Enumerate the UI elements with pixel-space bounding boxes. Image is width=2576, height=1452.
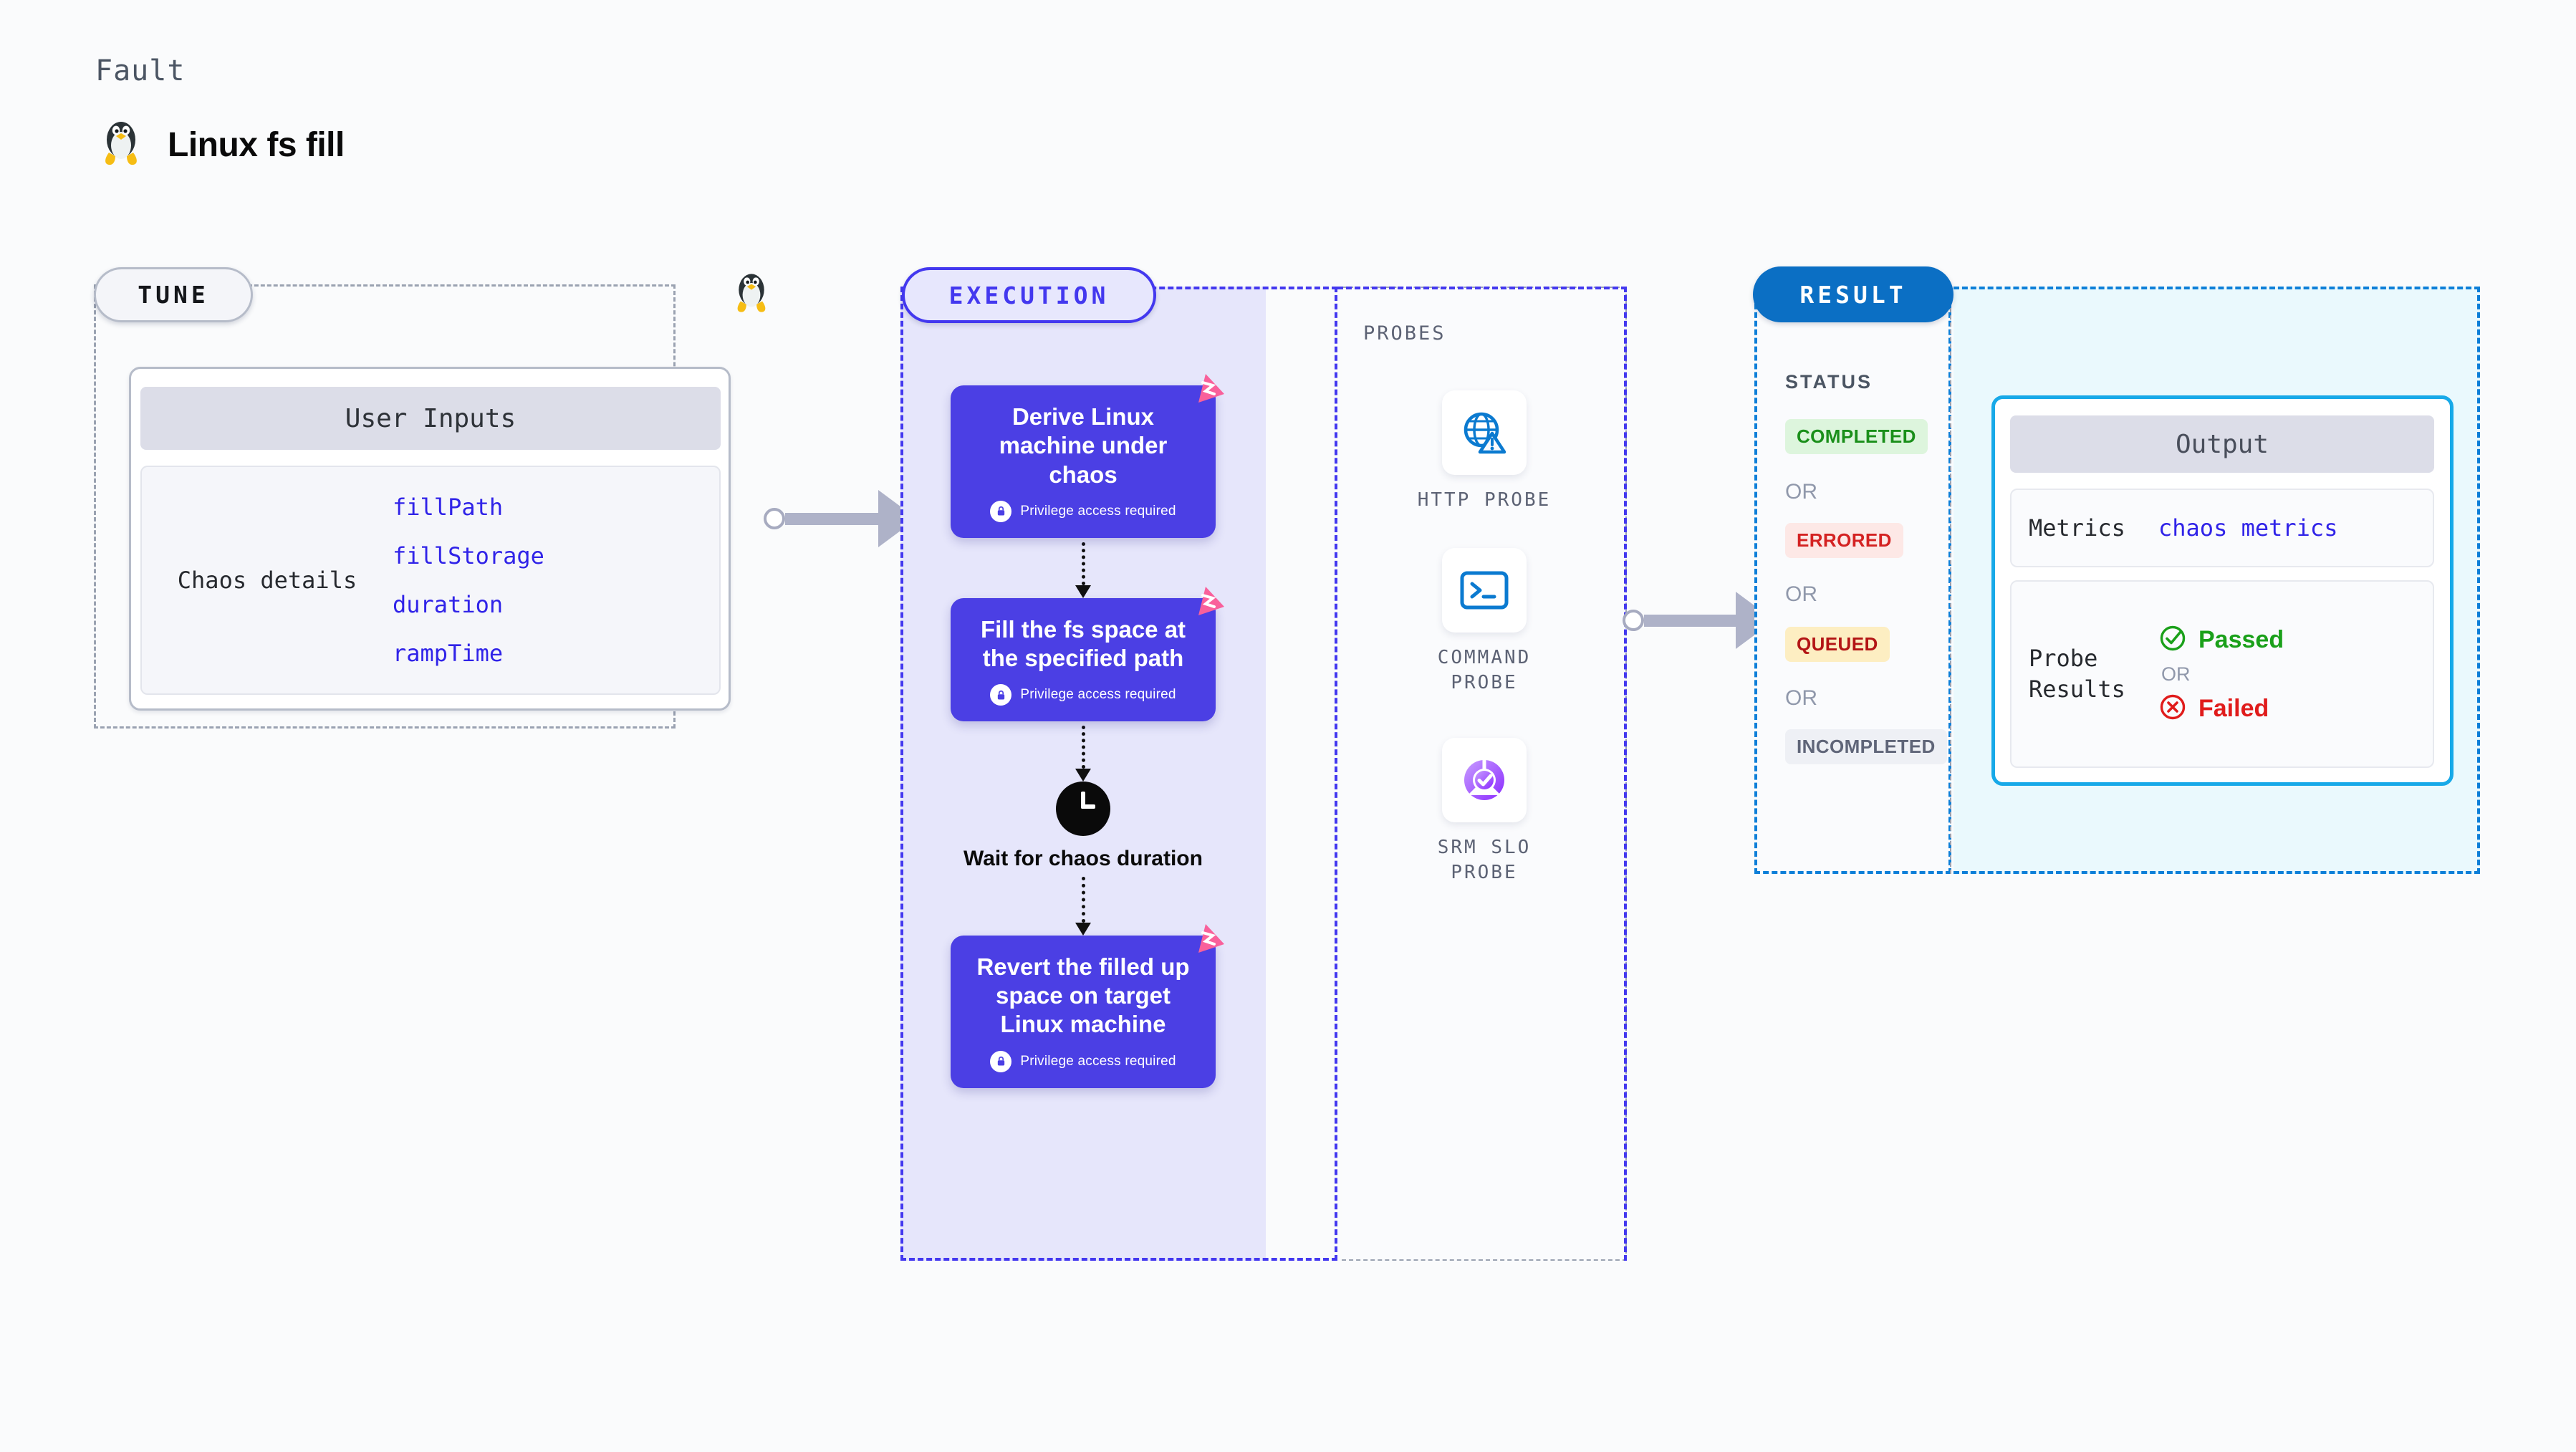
result-status-panel bbox=[1754, 287, 1951, 874]
probe-result-or: OR bbox=[2161, 663, 2191, 685]
chaos-badge-icon bbox=[1181, 920, 1227, 966]
privilege-row: Privilege access required bbox=[965, 1050, 1201, 1072]
privilege-row: Privilege access required bbox=[965, 500, 1201, 522]
param-ramptime[interactable]: rampTime bbox=[393, 640, 504, 667]
privilege-text: Privilege access required bbox=[1020, 687, 1176, 703]
chaos-details-box: Chaos details fillPath fillStorage durat… bbox=[140, 466, 721, 695]
probe-results-values: Passed OR Failed bbox=[2158, 624, 2284, 725]
wait-step-label: Wait for chaos duration bbox=[963, 847, 1203, 871]
privilege-row: Privilege access required bbox=[965, 684, 1201, 706]
tune-pill[interactable]: TUNE bbox=[94, 267, 253, 322]
terminal-icon bbox=[1442, 548, 1527, 633]
connector-bar bbox=[1644, 614, 1736, 627]
status-or-2: OR bbox=[1785, 582, 1817, 606]
clock-icon bbox=[1056, 782, 1110, 837]
status-or-3: OR bbox=[1785, 686, 1817, 710]
status-badge-completed[interactable]: COMPLETED bbox=[1785, 419, 1928, 454]
status-badge-queued[interactable]: QUEUED bbox=[1785, 627, 1890, 662]
flow-arrow-1 bbox=[1075, 542, 1091, 598]
passed-label: Passed bbox=[2198, 625, 2284, 653]
node-title: Derive Linux machine under chaos bbox=[999, 403, 1168, 488]
node-title: Fill the fs space at the specified path bbox=[980, 615, 1186, 671]
status-heading: STATUS bbox=[1785, 371, 1873, 393]
param-fillstorage[interactable]: fillStorage bbox=[393, 542, 544, 569]
wait-step: Wait for chaos duration bbox=[963, 782, 1203, 872]
probes-title: PROBES bbox=[1363, 322, 1446, 345]
metrics-row: Metrics chaos metrics bbox=[2010, 489, 2434, 567]
status-or-1: OR bbox=[1785, 480, 1817, 504]
probe-command[interactable]: COMMAND PROBE bbox=[1405, 548, 1563, 696]
probe-results-key: Probe Results bbox=[2029, 644, 2125, 703]
page-title: Linux fs fill bbox=[168, 126, 345, 164]
lock-icon bbox=[990, 1050, 1012, 1072]
chaos-details-label: Chaos details bbox=[177, 567, 357, 594]
flow-arrow-2 bbox=[1075, 726, 1091, 782]
slo-donut-check-icon bbox=[1442, 738, 1527, 822]
metrics-value[interactable]: chaos metrics bbox=[2158, 514, 2338, 542]
probe-http[interactable]: HTTP PROBE bbox=[1405, 390, 1563, 513]
execution-flow: Derive Linux machine under chaos Privile… bbox=[900, 287, 1266, 1261]
execution-node-revert[interactable]: Revert the filled up space on target Lin… bbox=[951, 923, 1224, 1088]
probe-label: SRM SLO PROBE bbox=[1437, 837, 1532, 884]
connector-start-dot bbox=[764, 508, 785, 529]
output-card-title: Output bbox=[2010, 415, 2434, 473]
metrics-key: Metrics bbox=[2029, 514, 2125, 542]
page-title-row: Linux fs fill bbox=[100, 118, 345, 172]
globe-warning-icon bbox=[1442, 390, 1527, 475]
connector-start-dot bbox=[1623, 610, 1644, 631]
status-badge-incompleted[interactable]: INCOMPLETED bbox=[1785, 729, 1947, 764]
node-title: Revert the filled up space on target Lin… bbox=[976, 953, 1190, 1038]
chaos-badge-icon bbox=[1181, 370, 1227, 415]
probe-srm-slo[interactable]: SRM SLO PROBE bbox=[1405, 738, 1563, 885]
flow-arrow-3 bbox=[1075, 876, 1091, 936]
privilege-text: Privilege access required bbox=[1020, 1053, 1176, 1069]
page-kicker: Fault bbox=[95, 54, 186, 87]
lock-icon bbox=[990, 684, 1012, 706]
probe-label: COMMAND PROBE bbox=[1437, 647, 1532, 694]
execution-node-derive[interactable]: Derive Linux machine under chaos Privile… bbox=[951, 374, 1224, 538]
probe-result-failed: Failed bbox=[2158, 693, 2284, 725]
param-duration[interactable]: duration bbox=[393, 591, 504, 618]
connector-bar bbox=[785, 512, 878, 525]
probe-label: HTTP PROBE bbox=[1417, 489, 1552, 511]
user-inputs-header: User Inputs bbox=[140, 387, 721, 450]
probe-results-row: Probe Results Passed OR bbox=[2010, 580, 2434, 768]
chaos-params-list: fillPath fillStorage duration rampTime bbox=[393, 494, 544, 667]
execution-pill[interactable]: EXECUTION bbox=[902, 267, 1156, 323]
result-pill[interactable]: RESULT bbox=[1753, 266, 1953, 322]
failed-label: Failed bbox=[2198, 694, 2269, 722]
x-circle-icon bbox=[2158, 693, 2187, 725]
linux-tux-icon bbox=[100, 118, 142, 172]
check-circle-icon bbox=[2158, 624, 2187, 656]
status-badge-errored[interactable]: ERRORED bbox=[1785, 523, 1903, 558]
result-status-divider bbox=[1754, 287, 1951, 874]
lock-icon bbox=[990, 500, 1012, 522]
tune-linux-tux-icon bbox=[733, 271, 770, 319]
chaos-badge-icon bbox=[1181, 582, 1227, 628]
param-fillpath[interactable]: fillPath bbox=[393, 494, 504, 521]
probe-result-passed: Passed bbox=[2158, 624, 2284, 656]
execution-node-fill[interactable]: Fill the fs space at the specified path … bbox=[951, 586, 1224, 722]
probes-outer-border bbox=[1337, 287, 1627, 1261]
privilege-text: Privilege access required bbox=[1020, 503, 1176, 519]
